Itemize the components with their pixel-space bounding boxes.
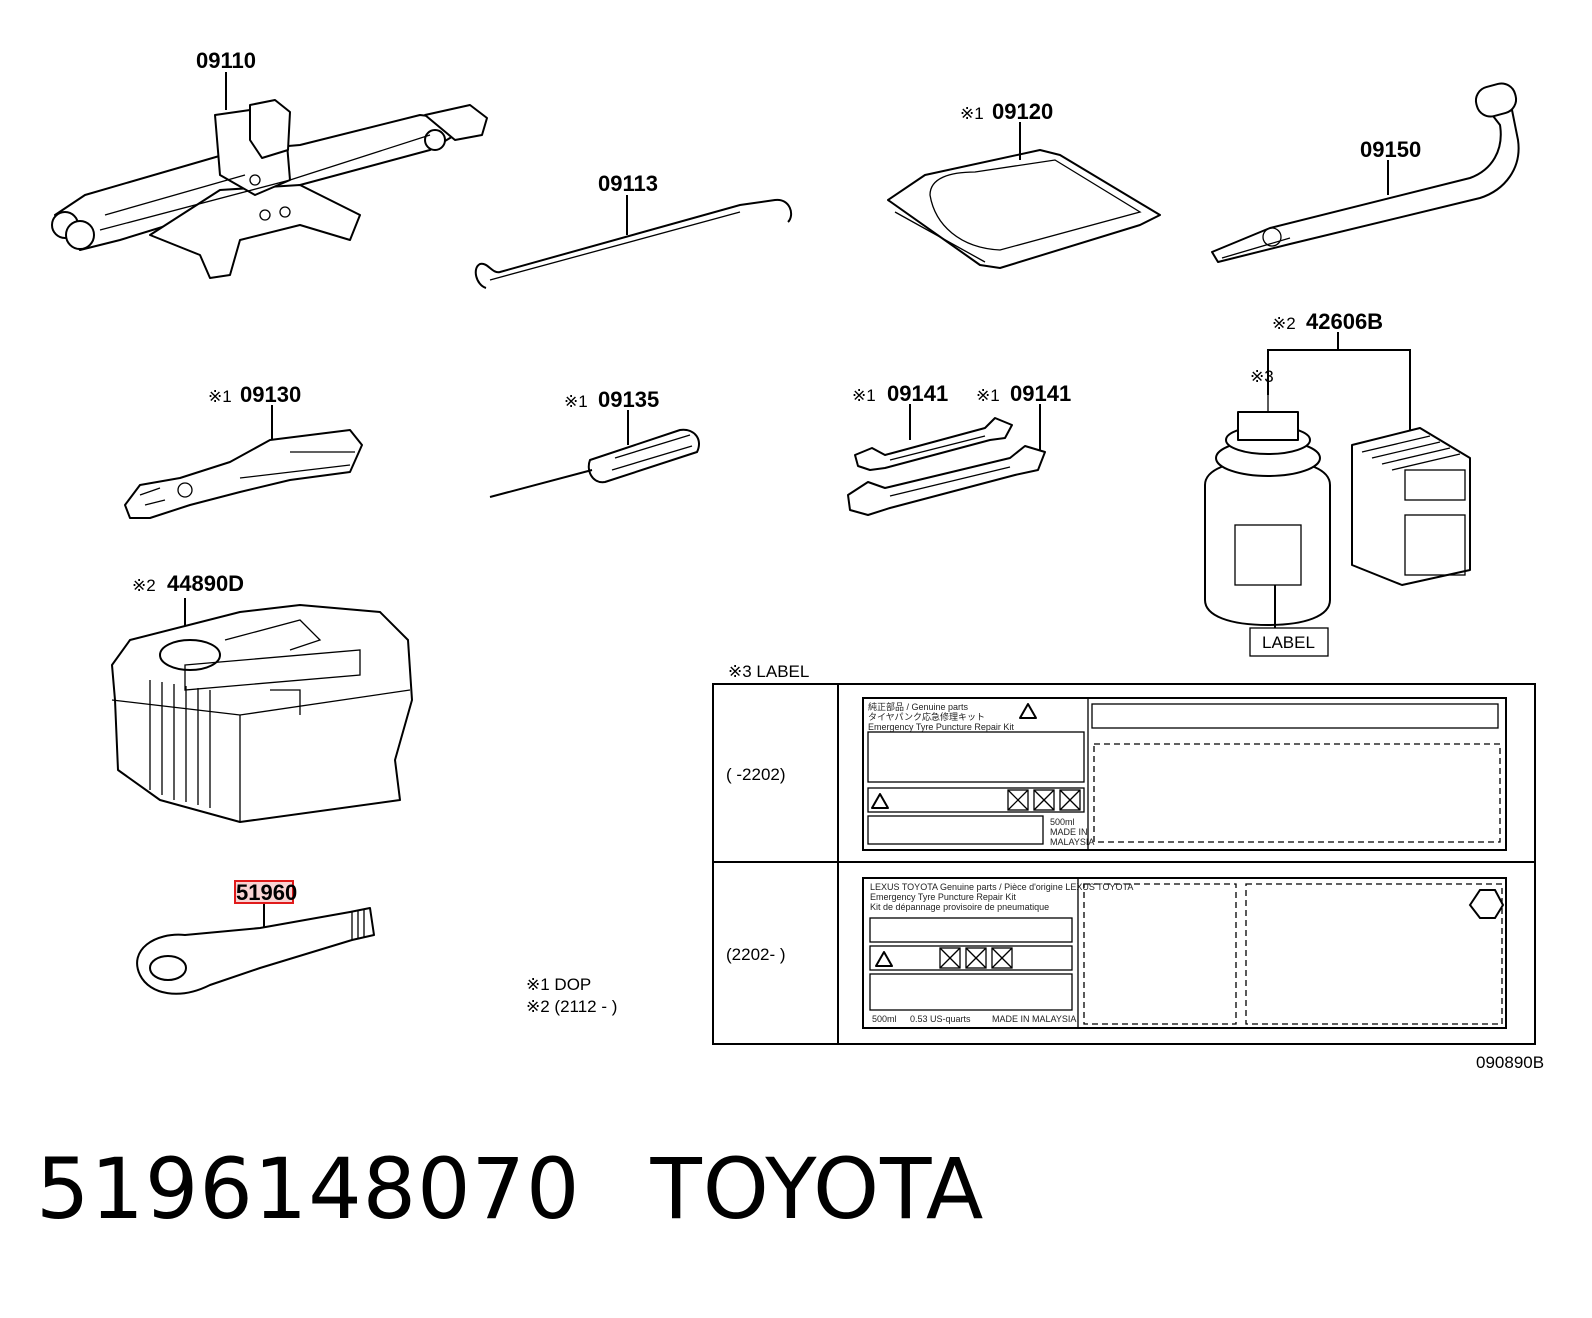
note-mark-09141-b: ※1 bbox=[976, 386, 1000, 405]
label-1-country: MALAYSIA bbox=[1050, 837, 1094, 847]
label-2-line2: Emergency Tyre Puncture Repair Kit bbox=[870, 892, 1016, 902]
part-label-09110: 09110 bbox=[196, 48, 256, 73]
label-2-line1: LEXUS TOYOTA Genuine parts / Pièce d'ori… bbox=[870, 882, 1133, 892]
label-table bbox=[712, 683, 1536, 1045]
label-1-drawing bbox=[862, 697, 1507, 851]
note-mark-bottle: ※3 bbox=[1250, 367, 1274, 386]
part-label-51960: 51960 bbox=[236, 880, 297, 905]
diagram-code: 090890B bbox=[1476, 1053, 1544, 1072]
part-label-09113: 09113 bbox=[598, 171, 658, 196]
label-row1-range: ( -2202) bbox=[726, 765, 786, 784]
screwdriver-illustration bbox=[489, 428, 700, 498]
wheel-wrench-illustration bbox=[1211, 82, 1520, 263]
label-1-line3: Emergency Tyre Puncture Repair Kit bbox=[868, 722, 1014, 732]
patch-cards-illustration bbox=[1351, 427, 1471, 586]
wrenches-illustration bbox=[847, 417, 1046, 516]
label-1-line1: 純正部品 / Genuine parts bbox=[868, 701, 969, 712]
jack-illustration bbox=[51, 99, 488, 279]
highlight-51960 bbox=[234, 880, 294, 904]
tool-bag-illustration bbox=[887, 149, 1161, 269]
note-mark-42606b: ※2 bbox=[1272, 314, 1296, 333]
label-1-line2: タイヤパンク応急修理キット bbox=[868, 711, 985, 722]
note-mark-09135: ※1 bbox=[564, 392, 588, 411]
part-label-09141-b: 09141 bbox=[1010, 381, 1071, 406]
label-2-quarts: 0.53 US-quarts bbox=[910, 1014, 971, 1024]
towing-eye-illustration bbox=[136, 907, 375, 995]
note-2: ※2 (2112 - ) bbox=[526, 997, 617, 1016]
footer-caption: 5196148070 TOYOTA bbox=[36, 1140, 1054, 1238]
note-mark-09141-a: ※1 bbox=[852, 386, 876, 405]
label-2-made: MADE IN MALAYSIA bbox=[992, 1014, 1076, 1024]
pliers-illustration bbox=[124, 429, 363, 519]
label-2-volume: 500ml bbox=[872, 1014, 897, 1024]
label-section-title: ※3 LABEL bbox=[728, 662, 809, 681]
footer-brand: TOYOTA bbox=[650, 1140, 985, 1238]
part-label-09150: 09150 bbox=[1360, 137, 1421, 162]
label-1-made: MADE IN bbox=[1050, 827, 1088, 837]
label-row2-range: (2202- ) bbox=[726, 945, 786, 964]
jack-handle-illustration bbox=[474, 198, 793, 289]
sealant-bottle-illustration bbox=[1204, 395, 1331, 626]
note-mark-09130: ※1 bbox=[208, 387, 232, 406]
note-mark-09120: ※1 bbox=[960, 104, 984, 123]
label-2-drawing bbox=[862, 877, 1507, 1029]
bottle-label-callout: LABEL bbox=[1262, 633, 1315, 652]
part-label-44890d: 44890D bbox=[167, 571, 244, 596]
part-label-09135: 09135 bbox=[598, 387, 659, 412]
part-label-09141-a: 09141 bbox=[887, 381, 948, 406]
label-2-line3: Kit de dépannage provisoire de pneumatiq… bbox=[870, 902, 1049, 912]
part-label-09130: 09130 bbox=[240, 382, 301, 407]
part-label-42606b: 42606B bbox=[1306, 309, 1383, 334]
note-1: ※1 DOP bbox=[526, 975, 591, 994]
compressor-illustration bbox=[111, 604, 413, 823]
label-1-volume: 500ml bbox=[1050, 817, 1075, 827]
note-mark-44890d: ※2 bbox=[132, 576, 156, 595]
part-label-09120: 09120 bbox=[992, 99, 1053, 124]
footer-part-number: 5196148070 bbox=[36, 1140, 581, 1238]
